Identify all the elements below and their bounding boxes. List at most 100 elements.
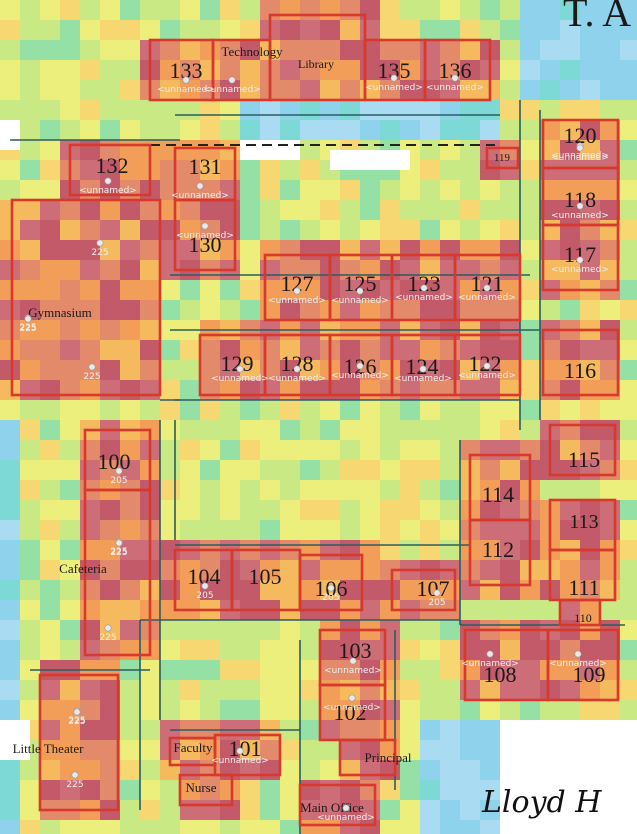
heat-cell [200,80,220,100]
heat-cell [580,520,600,540]
heat-cell [220,740,240,760]
access-point-icon[interactable] [576,202,584,210]
access-point-icon[interactable] [24,315,32,323]
heat-cell [220,680,240,700]
heat-cell [280,0,300,20]
access-point-icon[interactable] [356,362,364,370]
access-point-icon[interactable] [201,582,209,590]
heat-cell [580,100,600,120]
room-faculty-outline[interactable] [168,736,217,767]
room-112-outline[interactable] [468,518,532,587]
heat-cell [80,0,100,20]
room-116-outline[interactable] [541,328,620,397]
access-point-label: <unnamed> [268,296,326,306]
access-point-icon[interactable] [574,650,582,658]
heat-cell [280,660,300,680]
room-115-outline[interactable] [548,423,617,477]
access-point-icon[interactable] [390,74,398,82]
heat-cell [180,640,200,660]
access-point-icon[interactable] [420,284,428,292]
access-point-icon[interactable] [419,365,427,373]
heat-cell [460,200,480,220]
heat-cell [620,660,637,680]
heat-cell [260,440,280,460]
heat-cell [280,640,300,660]
heat-cell [600,460,620,480]
room-106-outline[interactable] [298,553,364,612]
access-point-icon[interactable] [236,747,244,755]
access-point-icon[interactable] [483,284,491,292]
heat-cell [400,220,420,240]
room-132-outline[interactable] [68,143,152,197]
access-point-icon[interactable] [228,76,236,84]
access-point-icon[interactable] [451,74,459,82]
access-point-label: <unnamed> [395,293,453,303]
room-121-outline[interactable] [453,253,522,322]
room-130-outline[interactable] [173,198,237,272]
access-point-icon[interactable] [576,144,584,152]
room-theater-outline[interactable] [38,673,120,812]
access-point-icon[interactable] [576,256,584,264]
access-point-icon[interactable] [349,657,357,665]
room-principal-outline[interactable] [338,738,397,777]
room-number: 130 [189,232,222,257]
heat-cell [480,480,500,500]
access-point-icon[interactable] [182,76,190,84]
access-point-icon[interactable] [486,650,494,658]
access-point-icon[interactable] [348,694,356,702]
room-nurse-outline[interactable] [178,773,234,807]
room-136-outline[interactable] [423,38,492,102]
room-caf-outline[interactable] [83,488,152,657]
access-point-icon[interactable] [236,365,244,373]
room-119-outline[interactable] [485,146,520,170]
access-point-icon[interactable] [356,287,364,295]
access-point-icon[interactable] [327,584,335,592]
access-point-icon[interactable] [96,239,104,247]
heat-cell [360,740,380,760]
heat-cell [20,120,40,140]
access-point-icon[interactable] [88,363,96,371]
heat-cell [20,480,40,500]
heat-cell [440,660,460,680]
heat-cell [220,620,240,640]
access-point-icon[interactable] [104,177,112,185]
access-point-icon[interactable] [196,182,204,190]
heat-cell [620,260,637,280]
access-point-label: <unnamed> [171,191,229,201]
heat-cell [340,760,360,780]
heat-cell [380,680,400,700]
access-point-icon[interactable] [115,467,123,475]
access-point-icon[interactable] [293,287,301,295]
heat-cell [300,520,320,540]
access-point-icon[interactable] [483,362,491,370]
access-point-icon[interactable] [433,589,441,597]
heat-cell [380,800,400,820]
heat-cell [240,160,260,180]
heat-cell [280,360,300,380]
room-gym-outline[interactable] [10,198,162,397]
room-110-outline[interactable] [558,598,602,627]
access-point-icon[interactable] [342,804,350,812]
room-117-outline[interactable] [541,223,620,292]
heat-cell [260,660,280,680]
heat-cell [520,240,540,260]
access-point-icon[interactable] [293,365,301,373]
access-point-icon[interactable] [71,771,79,779]
room-122-outline[interactable] [453,333,522,397]
heat-cell [180,580,200,600]
access-point-icon[interactable] [73,708,81,716]
room-109-outline[interactable] [546,628,620,702]
access-point-icon[interactable] [115,539,123,547]
room-main-outline[interactable] [298,783,377,827]
heat-cell [240,700,260,720]
access-point-icon[interactable] [201,222,209,230]
heat-cell [440,620,460,640]
heat-cell [500,80,520,100]
heat-cell [240,240,260,260]
heat-cell [40,440,60,460]
access-point-icon[interactable] [104,624,112,632]
heat-cell [240,820,260,834]
heat-cell [340,40,360,60]
room-107-outline[interactable] [390,568,457,612]
heat-cell [260,500,280,520]
